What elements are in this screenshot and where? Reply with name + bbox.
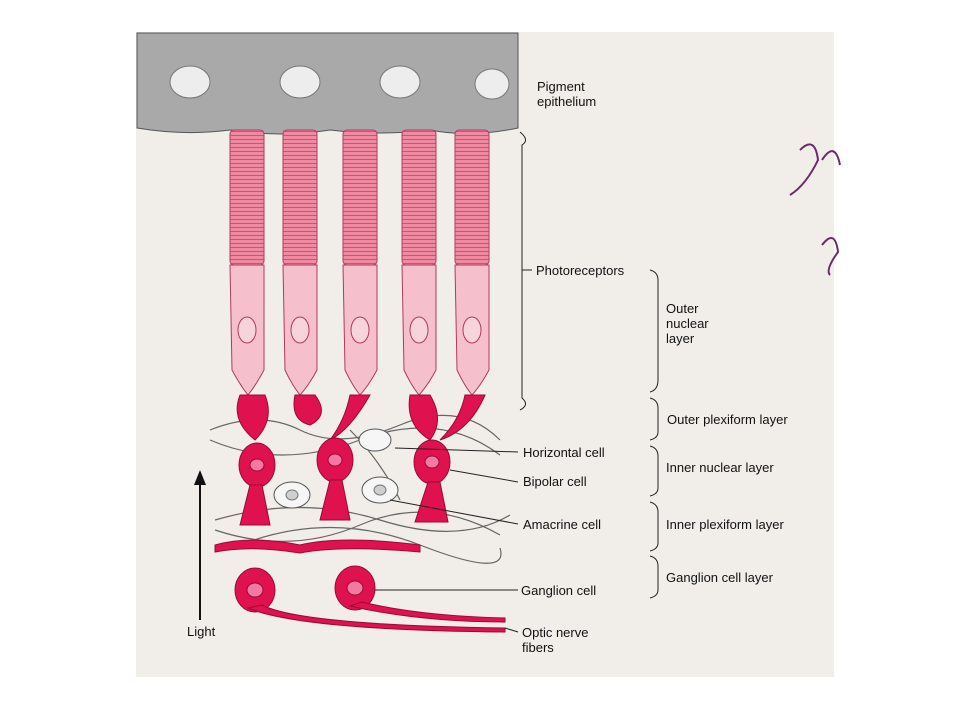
photoreceptor-cell (342, 129, 378, 396)
margin-scribble (789, 143, 841, 276)
label-amacrine-cell: Amacrine cell (514, 517, 612, 533)
pigment-nucleus (379, 65, 421, 99)
pigment-epithelium (136, 32, 519, 135)
label-outer-nuclear-layer: Outer nuclear layer (666, 301, 709, 346)
label-ganglion-cell: Ganglion cell (512, 583, 607, 599)
label-light: Light (187, 624, 216, 639)
label-outer-plexiform-layer: Outer plexiform layer (667, 412, 788, 427)
ganglion-nuclei (246, 580, 364, 598)
label-photoreceptors: Photoreceptors (527, 263, 635, 279)
layer-brackets (519, 131, 659, 599)
label-inner-nuclear-layer: Inner nuclear layer (666, 460, 774, 475)
amacrine-cells (273, 428, 399, 509)
pigment-nucleus (279, 65, 321, 99)
photoreceptor-cell (454, 129, 490, 396)
photoreceptor-cell (401, 129, 437, 396)
label-ganglion-cell-layer: Ganglion cell layer (666, 570, 773, 585)
photoreceptors (229, 129, 490, 396)
ganglion-cells (214, 539, 506, 633)
pigment-nucleus (169, 65, 211, 99)
label-inner-plexiform-layer: Inner plexiform layer (666, 517, 784, 532)
pigment-nucleus (474, 68, 510, 100)
label-horizontal-cell: Horizontal cell (515, 445, 615, 461)
leader-lines (375, 447, 519, 633)
photoreceptor-cell (229, 129, 265, 396)
label-optic-nerve-fibers: Optic nerve fibers (522, 625, 589, 655)
light-arrow (194, 470, 206, 620)
photoreceptor-cell (282, 129, 318, 396)
label-bipolar-cell: Bipolar cell (515, 474, 597, 490)
bipolar-cells (236, 394, 486, 526)
bipolar-nuclei (249, 453, 440, 472)
label-pigment-epithelium: Pigment epithelium (537, 79, 597, 109)
